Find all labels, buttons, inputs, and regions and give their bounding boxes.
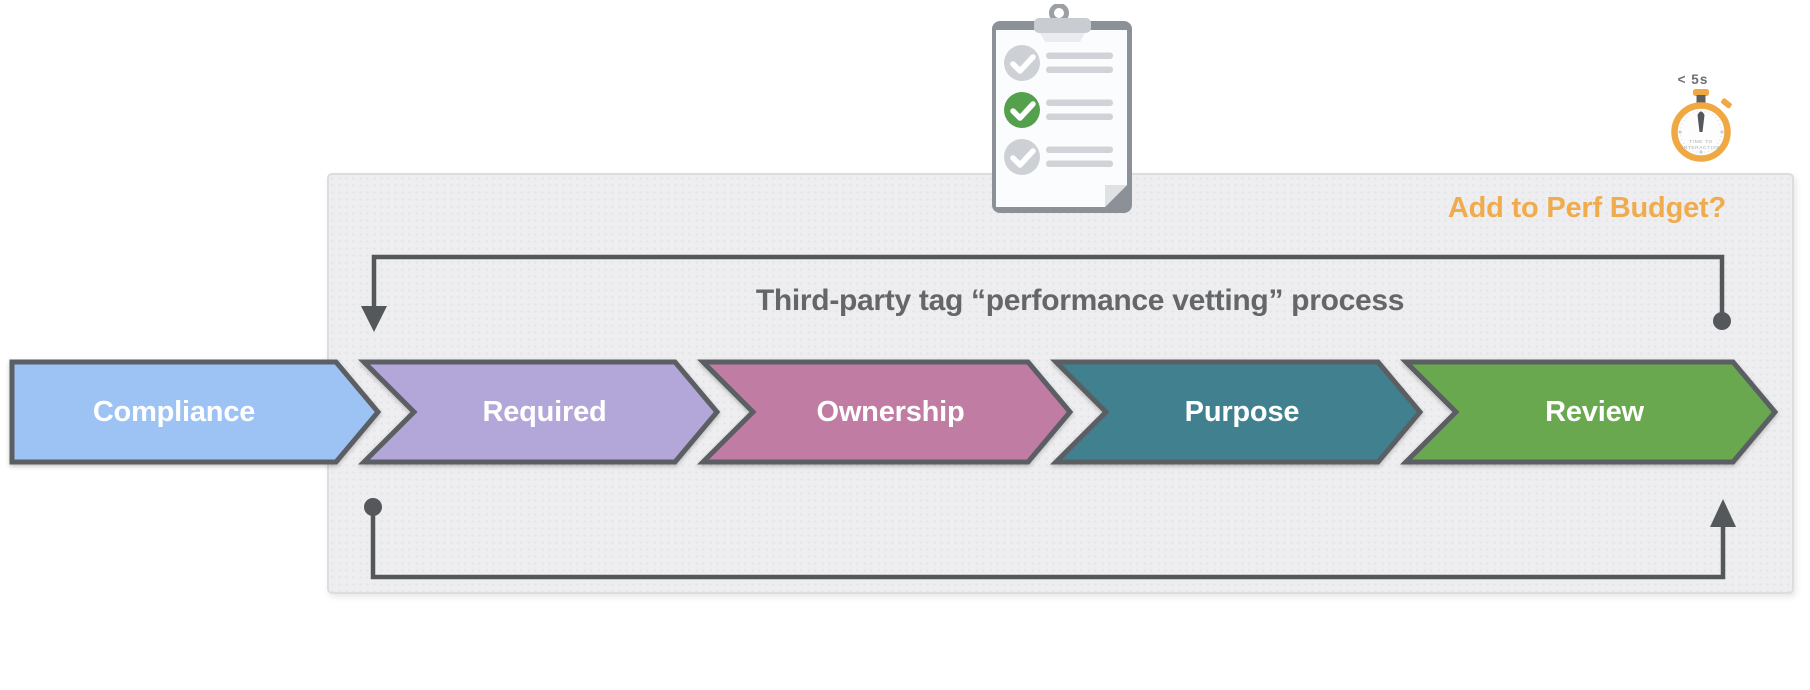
process-step-label: Review <box>1545 396 1644 428</box>
stopwatch-needle <box>1697 111 1705 132</box>
checkmark-icon <box>1010 54 1036 74</box>
checklist-text-line <box>1046 146 1113 153</box>
checklist-text-line <box>1046 99 1113 106</box>
checkmark-icon <box>1010 148 1036 168</box>
clipboard-checklist-icon <box>985 3 1140 216</box>
checklist-rows <box>1004 45 1113 175</box>
checklist-text-line <box>1046 66 1113 73</box>
check-circle-icon <box>1004 45 1040 81</box>
perf-budget-question: Add to Perf Budget? <box>1447 192 1726 224</box>
stopwatch-graphic: TIME TO INTERACTIVE <box>1671 89 1732 162</box>
process-step-arrow <box>1049 359 1424 465</box>
stopwatch-mark-bottom <box>1698 149 1704 155</box>
process-step-label: Ownership <box>816 396 965 428</box>
clipboard-paper-fold <box>1105 185 1127 207</box>
process-step-arrow <box>9 359 382 465</box>
bottom-loop-arrowhead-icon <box>1710 499 1736 527</box>
process-title: Third-party tag “performance vetting” pr… <box>755 284 1405 317</box>
stopwatch-stem <box>1696 95 1706 104</box>
checklist-text-line <box>1046 52 1113 59</box>
checklist-text-line <box>1046 113 1113 120</box>
top-loop-start-dot <box>1713 312 1731 330</box>
bottom-loop-start-dot <box>364 498 382 516</box>
check-circle-checked-icon <box>1004 92 1040 128</box>
stopwatch-mark-right <box>1719 129 1725 135</box>
checklist-text-line <box>1046 160 1113 167</box>
process-step-arrow <box>696 359 1074 465</box>
check-circle-icon <box>1004 139 1040 175</box>
stopwatch-face-label-2: INTERACTIVE <box>1682 145 1720 151</box>
bottom-loop-line <box>370 512 1726 580</box>
stopwatch-icon: < 5s TIME TO INTERACTIVE <box>1650 72 1750 172</box>
top-loop-line <box>371 254 1725 313</box>
process-step-arrows <box>9 359 1779 465</box>
process-step-arrow <box>1399 359 1779 465</box>
process-step-arrow <box>357 359 721 465</box>
top-loop-arrowhead-icon <box>361 306 387 332</box>
stopwatch-caption: < 5s <box>1677 72 1709 87</box>
process-step-label: Compliance <box>92 396 256 428</box>
loop-connectors <box>361 254 1736 580</box>
clipboard-clip-icon <box>1034 18 1091 33</box>
process-step-label: Required <box>482 396 607 428</box>
clipboard-graphic <box>992 3 1132 213</box>
stopwatch-button-icon <box>1693 89 1709 96</box>
process-step-label: Purpose <box>1184 396 1300 428</box>
clipboard-clip-shadow <box>1040 33 1085 42</box>
checkmark-icon <box>1010 101 1036 121</box>
stopwatch-side-nub <box>1721 98 1732 109</box>
stopwatch-face-label-1: TIME TO <box>1689 139 1712 145</box>
